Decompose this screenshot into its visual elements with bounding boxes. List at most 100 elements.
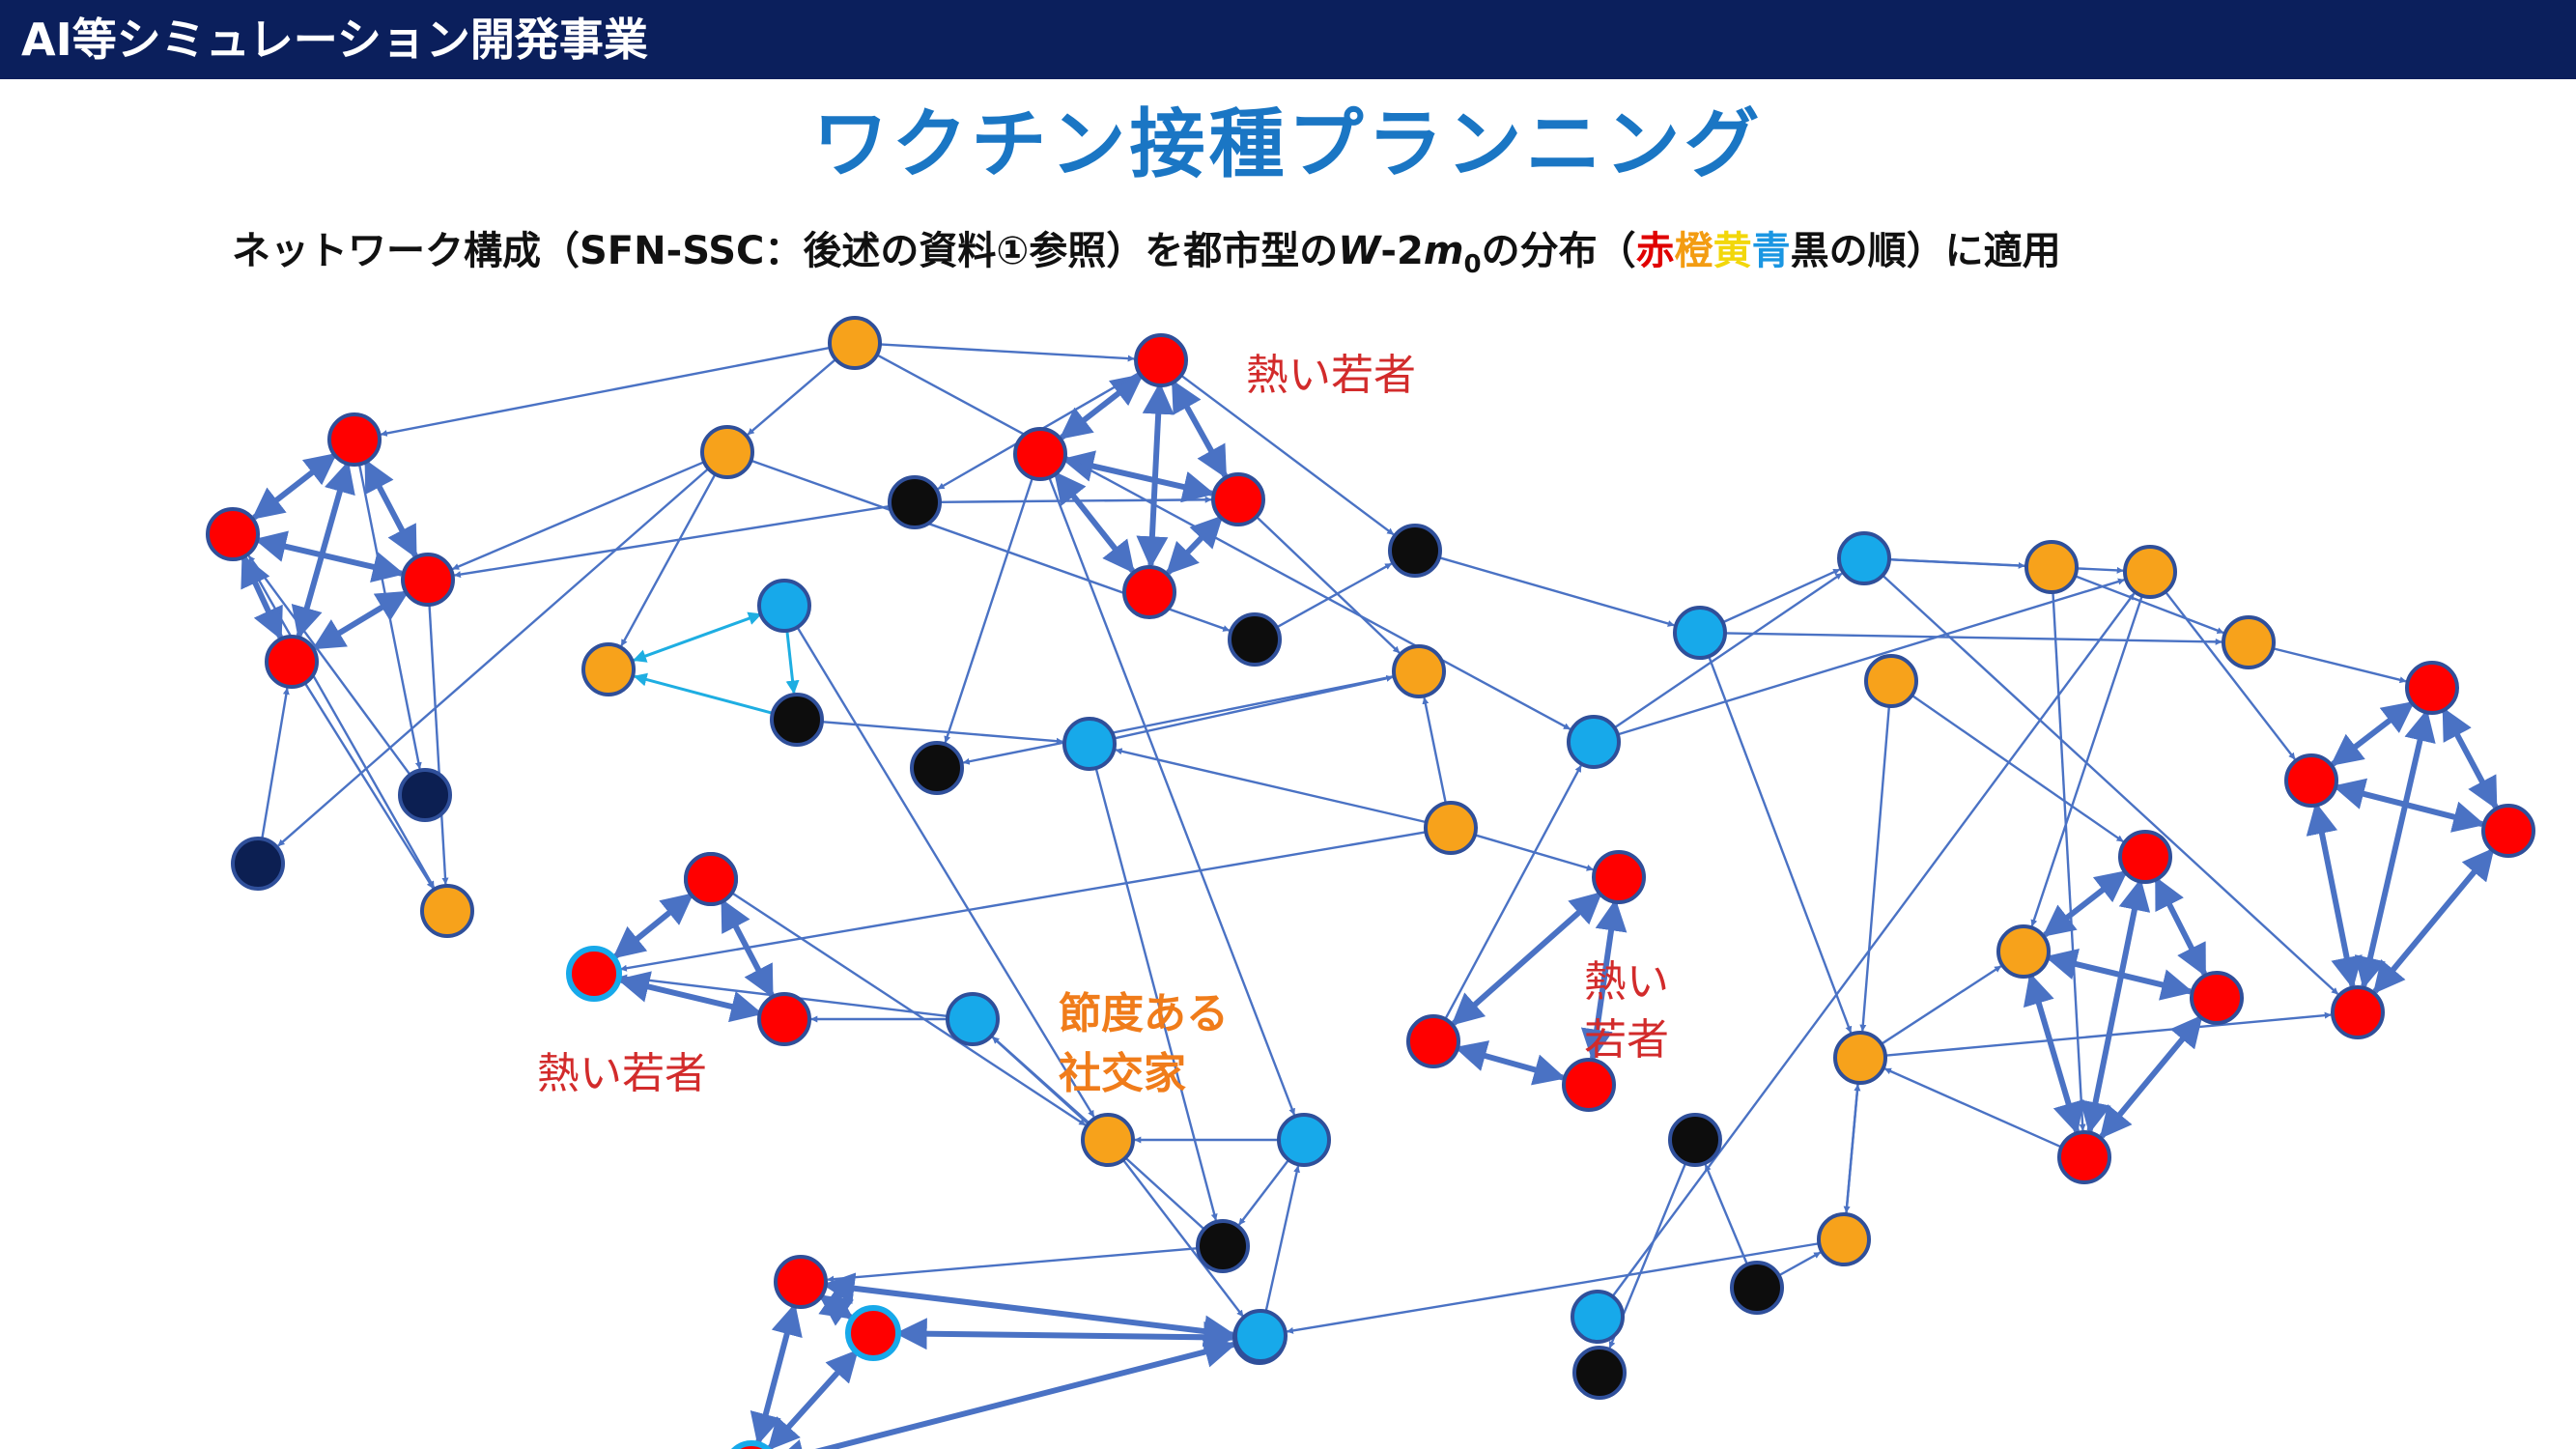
edge-58 bbox=[1114, 674, 1394, 740]
label-hot-young-center-2: 若者 bbox=[1584, 1015, 1669, 1065]
edge-8 bbox=[1136, 382, 1175, 569]
edge-100 bbox=[1884, 1011, 2332, 1057]
edge-108 bbox=[1611, 592, 2136, 1297]
edge-42 bbox=[879, 343, 1135, 362]
edge-96 bbox=[1911, 694, 2124, 843]
node-red-24 bbox=[566, 946, 622, 1002]
edge-33 bbox=[2045, 948, 2194, 1001]
node-navy-6 bbox=[398, 768, 452, 822]
edge-75 bbox=[303, 682, 435, 889]
node-red-39 bbox=[1592, 850, 1646, 904]
edge-73 bbox=[247, 554, 411, 776]
node-cyan-25 bbox=[946, 992, 1000, 1046]
node-red-11 bbox=[1013, 427, 1067, 481]
subtitle-between: の分布（ bbox=[1481, 229, 1636, 273]
edge-10 bbox=[1053, 470, 1135, 574]
node-cyan-27 bbox=[1277, 1113, 1331, 1167]
edge-14 bbox=[617, 971, 763, 1023]
header-title: AI等シミュレーション開発事業 bbox=[21, 14, 648, 66]
subtitle-suffix: の順）に適用 bbox=[1828, 229, 2061, 273]
node-red-3 bbox=[401, 553, 455, 607]
edge-62 bbox=[796, 626, 1095, 1118]
edge-65 bbox=[1238, 1158, 1290, 1226]
label-hot-young-center-1: 熱い bbox=[1584, 957, 1669, 1007]
node-red-54 bbox=[2331, 985, 2385, 1039]
subtitle-color-black: 黒 bbox=[1790, 229, 1829, 273]
edge-53 bbox=[1276, 562, 1393, 629]
edge-84 bbox=[1843, 1082, 1859, 1213]
node-dark-16 bbox=[1228, 612, 1282, 667]
subtitle-subscript: 0 bbox=[1463, 250, 1482, 279]
edge-81 bbox=[1704, 1164, 1749, 1265]
subtitle: ネットワーク構成（SFN-SSC：後述の資料①参照）を都市型のW-2m0の分布（… bbox=[232, 224, 2061, 292]
node-cyan-38 bbox=[1673, 606, 1727, 660]
node-red-50 bbox=[2481, 804, 2535, 858]
node-red-55 bbox=[2057, 1130, 2111, 1184]
edge-109 bbox=[1724, 632, 2222, 645]
subtitle-w: W bbox=[1338, 229, 1381, 273]
node-red-48 bbox=[2405, 661, 2459, 715]
edge-20 bbox=[772, 1336, 1237, 1449]
edge-99 bbox=[1881, 965, 2002, 1045]
edge-51 bbox=[944, 477, 1034, 744]
edge-13 bbox=[612, 893, 694, 959]
edge-91 bbox=[2074, 575, 2224, 635]
label-hot-young-top: 熱い若者 bbox=[1246, 351, 1416, 400]
edge-15 bbox=[818, 1288, 855, 1326]
edge-46 bbox=[277, 468, 710, 847]
edge-36 bbox=[633, 611, 762, 663]
edge-95 bbox=[2272, 647, 2407, 684]
node-dark-57 bbox=[1730, 1261, 1784, 1315]
edge-16 bbox=[750, 1302, 803, 1446]
edge-79 bbox=[1264, 1165, 1300, 1312]
node-red-13 bbox=[1122, 565, 1176, 619]
edge-41 bbox=[876, 354, 1571, 730]
subtitle-color-orange: 橙 bbox=[1674, 229, 1713, 273]
edge-61 bbox=[1115, 748, 1427, 824]
node-red-23 bbox=[757, 992, 811, 1046]
node-orange-9 bbox=[828, 316, 882, 370]
edge-40 bbox=[747, 357, 837, 436]
node-red-29 bbox=[774, 1255, 828, 1309]
node-orange-46 bbox=[2222, 615, 2276, 669]
subtitle-color-yellow: 黄 bbox=[1713, 229, 1752, 273]
node-orange-44 bbox=[2024, 540, 2079, 594]
header-bar bbox=[0, 0, 2576, 79]
edge-30 bbox=[2042, 869, 2129, 938]
node-dark-58 bbox=[1572, 1346, 1627, 1400]
node-cyan-60 bbox=[1233, 1309, 1288, 1363]
edge-1 bbox=[363, 459, 418, 559]
edge-97 bbox=[1882, 574, 2339, 995]
edge-107 bbox=[731, 892, 1087, 1126]
node-orange-45 bbox=[2123, 545, 2177, 599]
edge-11 bbox=[1166, 515, 1224, 576]
edge-104 bbox=[1591, 903, 1618, 1061]
edge-24 bbox=[2330, 700, 2415, 767]
edge-105 bbox=[1444, 765, 1582, 1020]
node-cyan-17 bbox=[757, 579, 811, 633]
node-red-49 bbox=[2284, 753, 2338, 808]
edge-23 bbox=[1454, 1040, 1567, 1086]
edge-70 bbox=[261, 687, 290, 839]
edge-37 bbox=[785, 630, 800, 695]
node-orange-7 bbox=[420, 884, 474, 938]
subtitle-prefix: ネットワーク構成（SFN-SSC：後述の資料①参照）を都市型の bbox=[232, 229, 1339, 273]
node-orange-43 bbox=[1833, 1031, 1887, 1085]
edge-74 bbox=[428, 604, 449, 885]
node-orange-47 bbox=[1864, 654, 1918, 708]
edge-101 bbox=[1883, 1067, 2062, 1149]
edge-88 bbox=[1617, 578, 2125, 736]
node-red-4 bbox=[265, 635, 319, 689]
node-red-12 bbox=[1211, 472, 1265, 526]
node-red-10 bbox=[1134, 333, 1188, 387]
node-dark-19 bbox=[770, 693, 824, 747]
edge-72 bbox=[243, 555, 436, 889]
node-red-2 bbox=[206, 507, 260, 561]
edge-106 bbox=[827, 1246, 1199, 1283]
node-red-41 bbox=[1562, 1058, 1616, 1112]
edge-102 bbox=[1859, 705, 1891, 1032]
edge-4 bbox=[241, 554, 283, 640]
edge-93 bbox=[2164, 590, 2296, 760]
edge-98 bbox=[1722, 568, 1841, 624]
